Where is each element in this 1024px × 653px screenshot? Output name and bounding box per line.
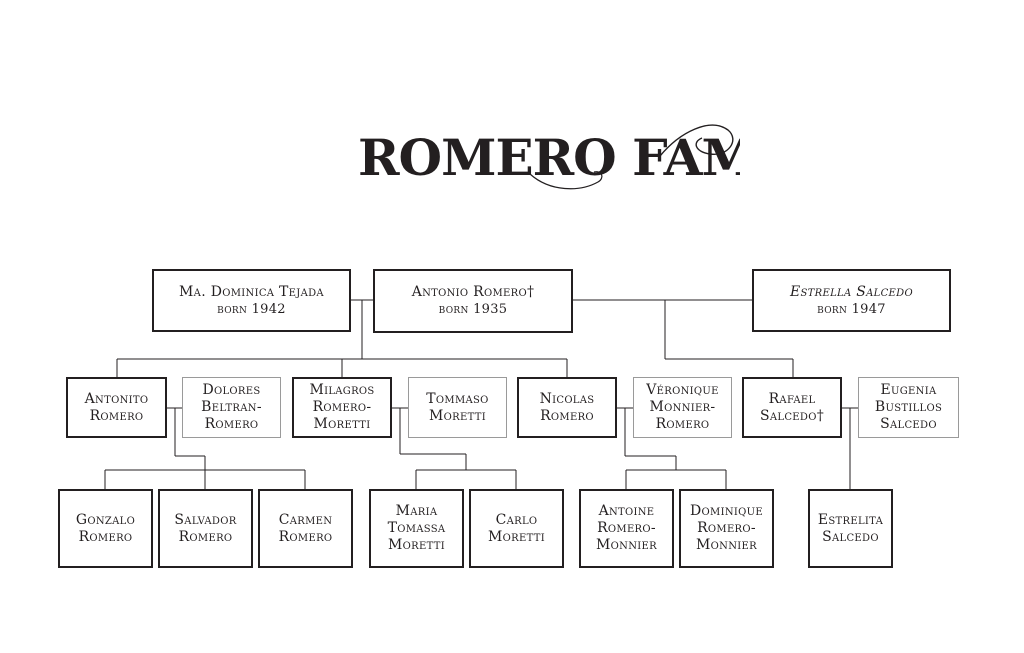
person-name: Nicolas Romero [539,390,595,424]
person-dominica-tejada: Ma. Dominica Tejada born 1942 [152,269,351,332]
person-name: Estrella Salcedo [790,283,913,300]
person-salvador-romero: Salvador Romero [158,489,253,568]
person-name: Gonzalo Romero [75,511,136,545]
person-name: Carmen Romero [278,511,333,545]
person-name: Salvador Romero [174,511,237,545]
person-carmen-romero: Carmen Romero [258,489,353,568]
person-name: Antonito Romero [84,390,149,424]
person-born: born 1947 [817,301,886,317]
person-milagros-romero-moretti: Milagros Romero-Moretti [292,377,392,438]
person-antonio-romero: Antonio Romero† born 1935 [373,269,573,333]
person-name: Véronique Monnier-Romero [646,382,719,432]
person-dominique-romero-monnier: Dominique Romero-Monnier [679,489,774,568]
person-born: born 1942 [217,301,286,317]
person-born: born 1935 [438,302,508,317]
person-name: Estrelita Salcedo [817,511,884,545]
person-dolores-beltran-romero: Dolores Beltran-Romero [182,377,281,438]
person-eugenia-bustillos-salcedo: Eugenia Bustillos Salcedo [858,377,959,438]
person-tommaso-moretti: Tommaso Moretti [408,377,507,438]
person-maria-tomassa-moretti: Maria Tomassa Moretti [369,489,464,568]
person-carlo-moretti: Carlo Moretti [469,489,564,568]
person-name: Eugenia Bustillos Salcedo [874,382,943,432]
person-name: Rafael Salcedo† [759,390,825,424]
person-name: Antonio Romero† [411,284,535,300]
family-title: Romero Family [358,124,740,190]
person-rafael-salcedo: Rafael Salcedo† [742,377,842,438]
person-estrelita-salcedo: Estrelita Salcedo [808,489,893,568]
person-name: Dolores Beltran-Romero [201,382,262,432]
person-name: Tommaso Moretti [426,390,489,424]
person-nicolas-romero: Nicolas Romero [517,377,617,438]
person-estrella-salcedo: Estrella Salcedo born 1947 [752,269,951,332]
person-name: Maria Tomassa Moretti [387,503,446,553]
person-antonito-romero: Antonito Romero [66,377,167,438]
swirl-ornament [659,124,734,157]
person-name: Dominique Romero-Monnier [690,503,763,553]
person-antoine-romero-monnier: Antoine Romero-Monnier [579,489,674,568]
swirl-ornament-lower [529,171,603,190]
person-name: Antoine Romero-Monnier [596,503,657,553]
title-text: Romero Family [358,128,740,187]
person-name: Ma. Dominica Tejada [179,283,324,300]
person-name: Carlo Moretti [488,511,545,545]
person-name: Milagros Romero-Moretti [309,382,375,432]
person-gonzalo-romero: Gonzalo Romero [58,489,153,568]
person-veronique-monnier-romero: Véronique Monnier-Romero [633,377,732,438]
